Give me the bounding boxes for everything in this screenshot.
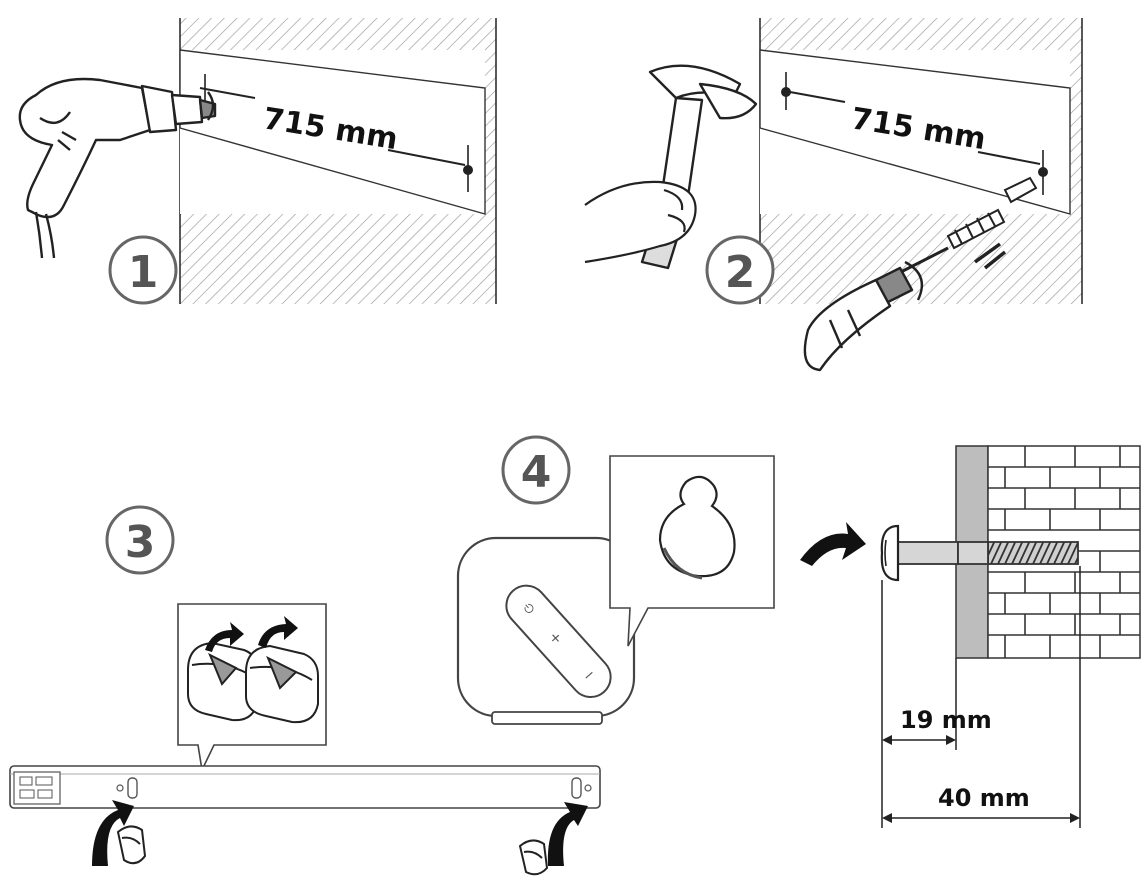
dimension-lines: [881, 566, 1081, 828]
bracket-piece-icon: [116, 825, 549, 876]
step-1-number: 1: [128, 247, 159, 298]
step-4-number: 4: [521, 447, 552, 498]
step-3-number: 3: [125, 517, 156, 568]
step-2-number: 2: [725, 247, 756, 298]
insert-arrow-icon: [92, 800, 588, 866]
mount-slot-left: [127, 777, 138, 799]
step-3-badge: [105, 505, 175, 575]
screw-icon: [880, 524, 1079, 582]
step-2-badge: [705, 235, 775, 305]
panel-step-3: 3: [9, 505, 601, 876]
rotate-arrow-icon: [205, 616, 298, 652]
remote-control-icon: [505, 584, 612, 699]
power-drill-icon: [18, 77, 217, 259]
panel-step-4: 4 ⏻ + −: [456, 435, 1141, 828]
panel-step-2: 715 mm 2: [584, 18, 1083, 372]
wall-gap-label: 19 mm: [900, 706, 992, 734]
keyhole-slot-icon: [658, 475, 736, 580]
step-1-badge: [108, 235, 178, 305]
remote-device: ⏻ + −: [456, 536, 636, 725]
mount-bracket-icon: [187, 641, 319, 724]
screwdriver-icon: [803, 246, 949, 372]
screw-length-label: 40 mm: [938, 784, 1030, 812]
step-4-badge: [501, 435, 571, 505]
arrow-right-icon: [800, 522, 866, 566]
panel-step-1: 715 mm 1: [18, 18, 497, 305]
hand-icon: [584, 180, 697, 264]
wall-anchor-icon: [946, 176, 1038, 270]
soundbar-rear: [9, 765, 601, 809]
mount-slot-right: [571, 777, 582, 799]
